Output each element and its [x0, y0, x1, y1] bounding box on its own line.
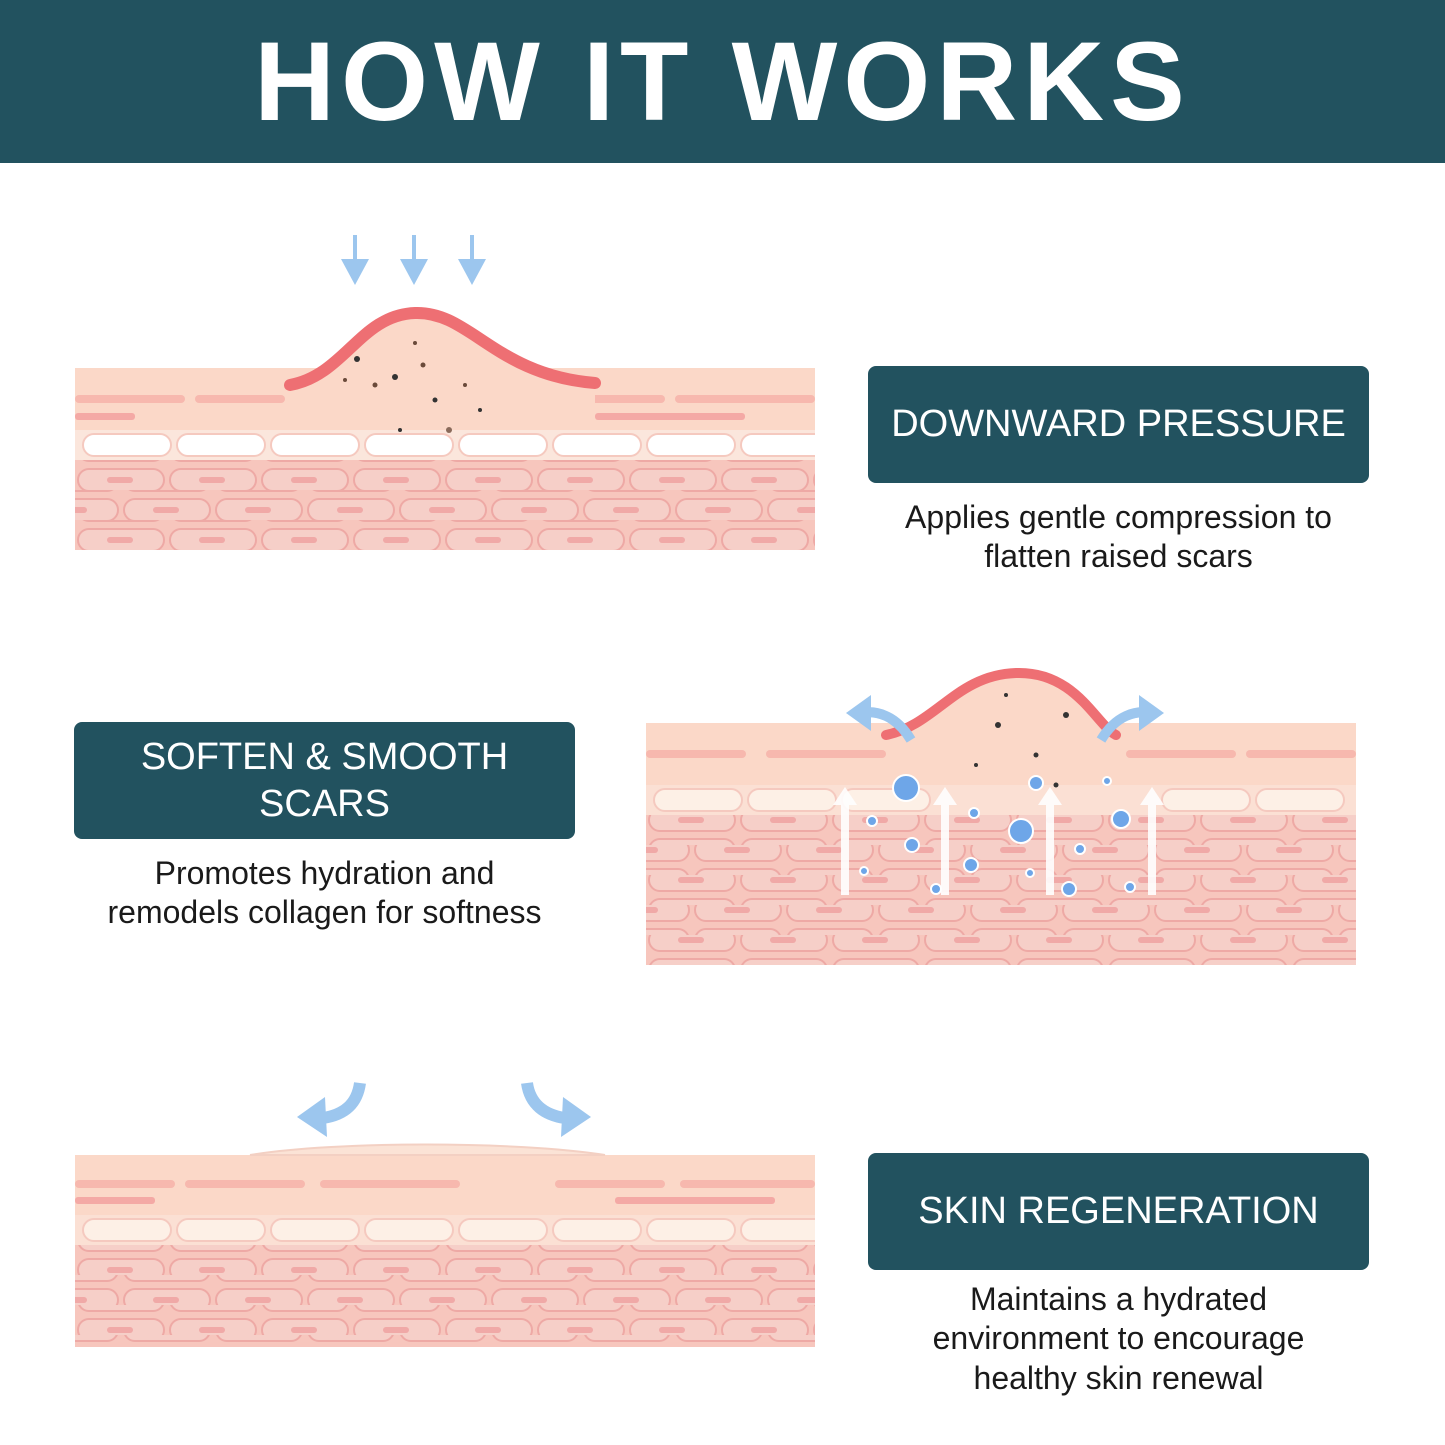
description-line: Applies gentle compression to — [905, 499, 1332, 535]
down-arrow-icon — [458, 235, 486, 285]
description-line: healthy skin renewal — [973, 1359, 1264, 1396]
curved-arrow-icon — [297, 1081, 366, 1137]
label-skin-regeneration: SKIN REGENERATION — [868, 1153, 1369, 1270]
description-skin-regeneration: Maintains a hydrated environment to enco… — [868, 1280, 1369, 1398]
label-downward-pressure: DOWNWARD PRESSURE — [868, 366, 1369, 483]
description-line: Promotes hydration and — [154, 855, 495, 891]
header-banner: HOW IT WORKS — [0, 0, 1445, 163]
skin-diagram-regeneration — [75, 1081, 815, 1347]
page-title: HOW IT WORKS — [254, 18, 1191, 144]
description-downward-pressure: Applies gentle compression to flatten ra… — [868, 498, 1369, 577]
down-arrow-icon — [341, 235, 369, 285]
description-line: remodels collagen for softness — [107, 894, 542, 931]
up-arrow-icon — [1140, 787, 1164, 895]
curved-arrow-icon — [521, 1081, 591, 1137]
up-arrow-icon — [833, 787, 857, 895]
label-text: SKIN REGENERATION — [918, 1190, 1319, 1233]
scar-debris — [343, 341, 482, 433]
description-soften-smooth: Promotes hydration and remodels collagen… — [74, 854, 575, 933]
description-line: flatten raised scars — [984, 538, 1253, 575]
label-soften-smooth: SOFTEN & SMOOTH SCARS — [74, 722, 575, 839]
skin-diagram-hydration — [646, 667, 1356, 965]
label-text-line: SCARS — [259, 782, 390, 825]
bubble-icon — [859, 774, 1136, 897]
down-arrow-icon — [400, 235, 428, 285]
up-arrow-icon — [933, 787, 957, 895]
label-text: DOWNWARD PRESSURE — [891, 403, 1346, 446]
skin-diagram-pressure — [75, 235, 815, 550]
description-line: Maintains a hydrated — [969, 1281, 1268, 1317]
description-line: environment to encourage — [932, 1320, 1305, 1357]
up-arrow-icon — [1038, 787, 1062, 895]
label-text-line: SOFTEN & SMOOTH — [140, 736, 509, 779]
